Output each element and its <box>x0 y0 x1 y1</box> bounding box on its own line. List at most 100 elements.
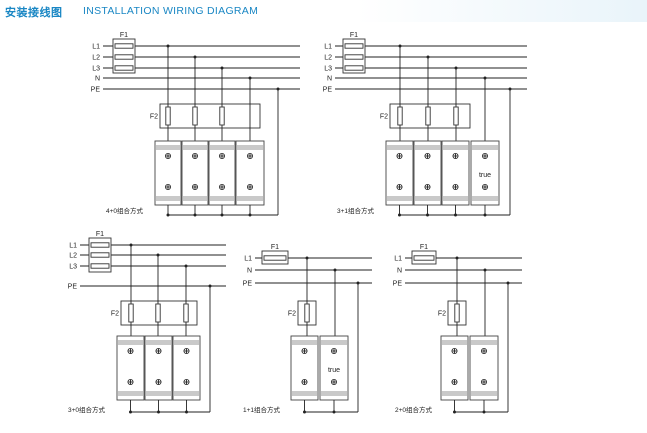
line-label-l1: L1 <box>324 44 332 51</box>
terminal-ring <box>301 347 308 354</box>
fuse-element <box>183 303 189 323</box>
diagram-caption: 1+1组合方式 <box>243 405 281 414</box>
spd-module: true <box>319 335 349 401</box>
terminal-screw-icon <box>127 378 134 385</box>
spd-module <box>144 335 173 401</box>
terminal-screw-icon <box>480 378 487 385</box>
terminal-screw-icon <box>191 152 198 159</box>
terminal-screw-icon <box>155 347 162 354</box>
fuse-element <box>454 303 460 323</box>
module-band <box>443 145 468 150</box>
f1-label: F1 <box>96 231 104 238</box>
spd-module <box>290 335 319 401</box>
module-band <box>174 391 199 396</box>
terminal-screw-icon <box>164 152 171 159</box>
module-band <box>415 196 440 201</box>
junction-dot <box>248 76 252 80</box>
module-band <box>156 196 180 201</box>
junction-dot <box>356 281 360 285</box>
junction-dot <box>276 87 280 91</box>
terminal-ring <box>481 183 488 190</box>
diagram-caption: 3+0组合方式 <box>68 405 106 414</box>
terminal-screw-icon <box>218 152 225 159</box>
fuse-element <box>114 43 134 49</box>
module-band <box>387 145 412 150</box>
line-label-l1: L1 <box>244 256 252 263</box>
terminal-ring <box>155 378 162 385</box>
spd-module <box>385 140 414 206</box>
fuse-element <box>128 303 134 323</box>
line-label-pe: PE <box>91 87 101 94</box>
junction-dot <box>398 44 402 48</box>
spd-module <box>208 140 236 206</box>
f2-label: F2 <box>380 114 388 121</box>
junction-dot <box>184 264 188 268</box>
terminal-ring <box>330 347 337 354</box>
terminal-screw-icon <box>218 183 225 190</box>
module-body <box>469 335 499 401</box>
terminal-ring <box>330 378 337 385</box>
spd-module <box>116 335 145 401</box>
module-band <box>210 196 234 201</box>
spd-module <box>441 140 470 206</box>
terminal-screw-icon <box>451 347 458 354</box>
module-body <box>441 140 470 206</box>
terminal-ring <box>191 152 198 159</box>
line-label-l1: L1 <box>394 256 402 263</box>
module-band <box>472 196 498 201</box>
terminal-screw-icon <box>480 347 487 354</box>
terminal-ring <box>155 347 162 354</box>
module-band <box>443 196 468 201</box>
module-body <box>319 335 349 401</box>
terminal-ring <box>164 152 171 159</box>
module-band <box>183 145 207 150</box>
terminal-ring <box>246 183 253 190</box>
junction-dot <box>508 87 512 91</box>
module-body <box>172 335 201 401</box>
spd-module <box>172 335 201 401</box>
module-band <box>321 391 347 396</box>
terminal-screw-icon <box>246 152 253 159</box>
line-label-n: N <box>327 76 332 83</box>
module-body <box>116 335 145 401</box>
module-band <box>442 391 467 396</box>
junction-dot <box>333 268 337 272</box>
module-body <box>470 140 500 206</box>
diagram-caption: 4+0组合方式 <box>106 206 144 215</box>
line-label-pe: PE <box>323 87 333 94</box>
f2-fuse-box <box>159 103 261 129</box>
fuse-element <box>90 252 110 258</box>
junction-dot <box>193 55 197 59</box>
line-label-l2: L2 <box>69 253 77 260</box>
terminal-screw-icon <box>330 347 337 354</box>
module-band <box>210 145 234 150</box>
terminal-screw-icon <box>481 152 488 159</box>
module-band <box>237 145 263 150</box>
header-title-cn: 安装接线图 <box>5 7 63 19</box>
spd-module <box>469 335 499 401</box>
line-label-l2: L2 <box>92 55 100 62</box>
terminal-screw-icon <box>424 152 431 159</box>
spd-module: true <box>470 140 500 206</box>
terminal-screw-icon <box>452 183 459 190</box>
fuse-element <box>114 65 134 71</box>
spd-module <box>440 335 469 401</box>
npe-label: true <box>328 367 340 374</box>
module-band <box>118 340 143 345</box>
terminal-screw-icon <box>191 183 198 190</box>
module-band <box>387 196 412 201</box>
module-band <box>146 391 171 396</box>
fuse-element <box>219 106 225 126</box>
line-label-pe: PE <box>243 281 253 288</box>
module-body <box>290 335 319 401</box>
terminal-ring <box>127 347 134 354</box>
terminal-ring <box>451 378 458 385</box>
line-label-l3: L3 <box>92 66 100 73</box>
module-body <box>181 140 209 206</box>
terminal-ring <box>218 183 225 190</box>
terminal-screw-icon <box>481 183 488 190</box>
